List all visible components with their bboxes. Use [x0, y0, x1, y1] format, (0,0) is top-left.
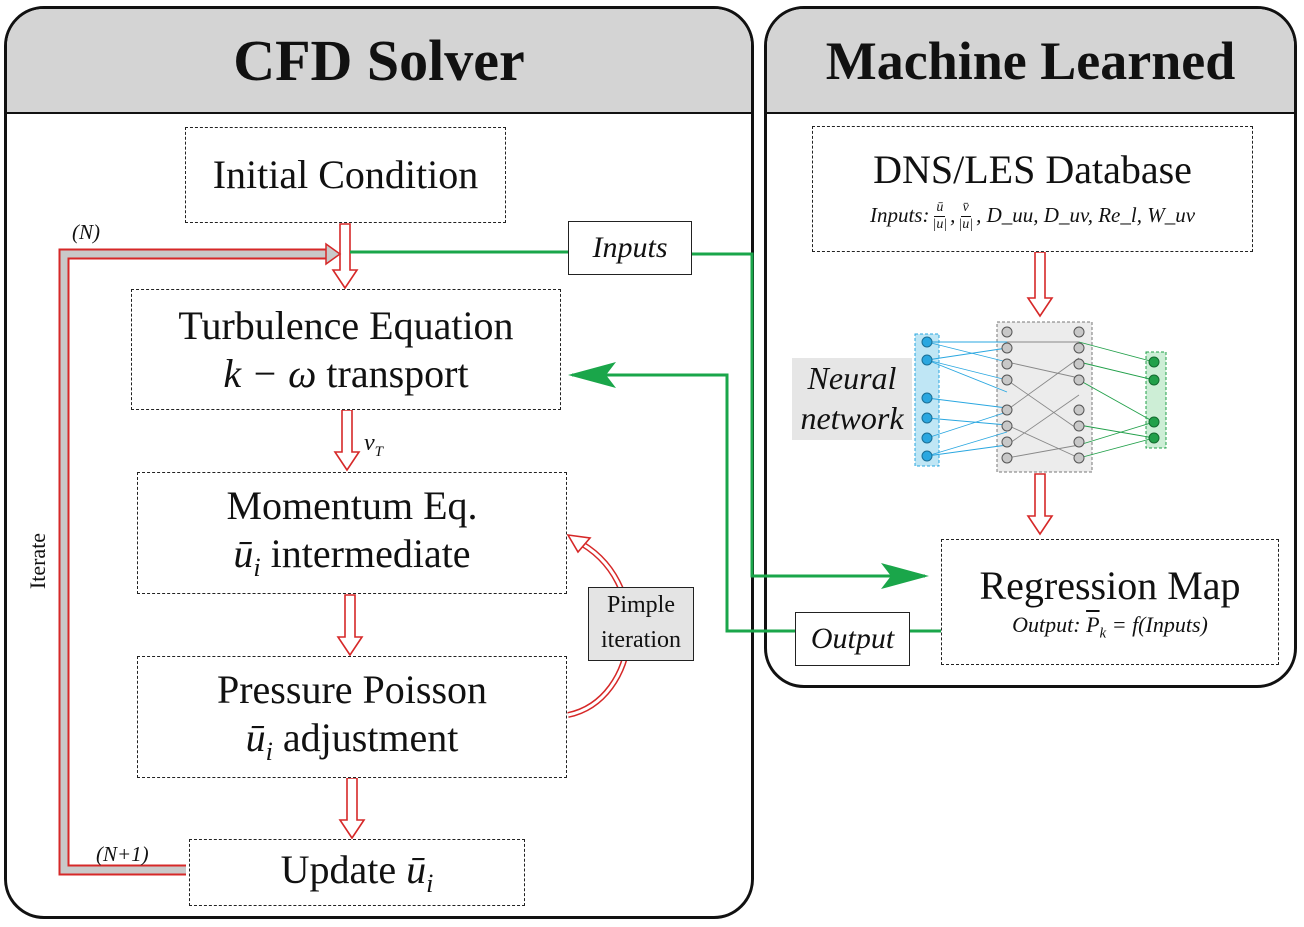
- dns-les-database-box: DNS/LES Database Inputs: ū|u| , v̄|u| , …: [812, 126, 1253, 252]
- machine-learned-title: Machine Learned: [825, 30, 1236, 91]
- cfd-solver-header: CFD Solver: [7, 9, 751, 114]
- update-box: Update ūi: [189, 839, 525, 906]
- initial-condition-box: Initial Condition: [185, 127, 506, 223]
- iterate-loop: [58, 242, 342, 876]
- n-plus-1-label: (N+1): [96, 842, 149, 866]
- u-bar-math: ū: [406, 846, 427, 892]
- regression-output-rest: = f(Inputs): [1106, 611, 1208, 637]
- adjustment-text: adjustment: [272, 715, 459, 761]
- iterate-label: Iterate: [25, 532, 50, 590]
- dns-les-database-label: DNS/LES Database: [873, 147, 1192, 193]
- regression-map-box: Regression Map Output: Pk = f(Inputs): [941, 539, 1279, 665]
- dns-inputs-line: Inputs: ū|u| , v̄|u| , D_uu, D_uv, Re_l,…: [869, 200, 1196, 232]
- pressure-poisson-sub: ūi adjustment: [246, 714, 459, 767]
- p-k-math: P: [1086, 611, 1100, 637]
- initial-condition-label: Initial Condition: [212, 152, 479, 197]
- pressure-poisson-box: Pressure Poisson ūi adjustment: [137, 656, 567, 778]
- turbulence-equation-box: Turbulence Equation k − ω transport: [131, 289, 561, 410]
- n-label: (N): [72, 220, 100, 244]
- output-note: Output: [795, 612, 910, 666]
- cfd-solver-title: CFD Solver: [233, 28, 525, 93]
- update-text: Update: [280, 846, 407, 892]
- dns-inputs-label: Inputs:: [869, 203, 930, 228]
- u-bar-math: ū: [245, 715, 266, 761]
- nn-line2: network: [800, 400, 904, 436]
- inputs-note-label: Inputs: [592, 231, 668, 264]
- green-inputs-line: [350, 250, 929, 589]
- transport-text: transport: [316, 350, 469, 396]
- pimple-iteration-label: Pimple iteration: [588, 587, 694, 661]
- down-arrow-turbulence-momentum: [333, 409, 361, 472]
- output-note-label: Output: [810, 622, 895, 655]
- turbulence-equation-sub: k − ω transport: [223, 350, 468, 398]
- down-arrow-pressure-update: [338, 777, 366, 840]
- u-bar-subscript: i: [265, 737, 273, 767]
- nu-subscript: T: [374, 443, 383, 460]
- neural-network-label: Neural network: [792, 358, 912, 440]
- inputs-note: Inputs: [568, 221, 692, 275]
- regression-output-label: Output:: [1012, 611, 1087, 637]
- down-arrow-initial-turbulence: [331, 223, 359, 290]
- update-label: Update ūi: [281, 846, 434, 899]
- down-arrow-nn-regression: [1026, 473, 1054, 536]
- neural-network-graphic: [914, 321, 1167, 473]
- momentum-equation-label: Momentum Eq.: [226, 483, 478, 529]
- u-bar-subscript: i: [253, 553, 261, 583]
- u-bar-subscript: i: [426, 868, 434, 898]
- pimple-line2: iteration: [601, 626, 681, 653]
- machine-learned-header: Machine Learned: [767, 9, 1294, 114]
- v-over-abs-u-fraction: v̄|u|: [958, 200, 974, 232]
- down-arrow-dns-nn: [1026, 251, 1054, 318]
- momentum-equation-box: Momentum Eq. ūi intermediate: [137, 472, 567, 594]
- regression-map-label: Regression Map: [979, 562, 1241, 608]
- momentum-equation-sub: ūi intermediate: [233, 530, 470, 583]
- intermediate-text: intermediate: [260, 531, 471, 577]
- regression-output-line: Output: Pk = f(Inputs): [1012, 612, 1208, 642]
- u-bar-math: ū: [233, 531, 254, 577]
- down-arrow-momentum-pressure: [336, 594, 364, 657]
- p-k-subscript: k: [1099, 625, 1107, 642]
- turbulence-equation-label: Turbulence Equation: [178, 302, 514, 348]
- nu-t-label: νT: [364, 430, 383, 461]
- nu-symbol: ν: [364, 430, 375, 456]
- k-omega-math: k − ω: [223, 350, 317, 396]
- pressure-poisson-label: Pressure Poisson: [216, 667, 488, 713]
- green-output-line: [568, 362, 941, 633]
- pimple-line1: Pimple: [606, 592, 675, 618]
- u-over-abs-u-fraction: ū|u|: [932, 200, 948, 232]
- nn-line1: Neural: [807, 360, 897, 396]
- dns-inputs-rest: , D_uu, D_uv, Re_l, W_uv: [976, 203, 1196, 228]
